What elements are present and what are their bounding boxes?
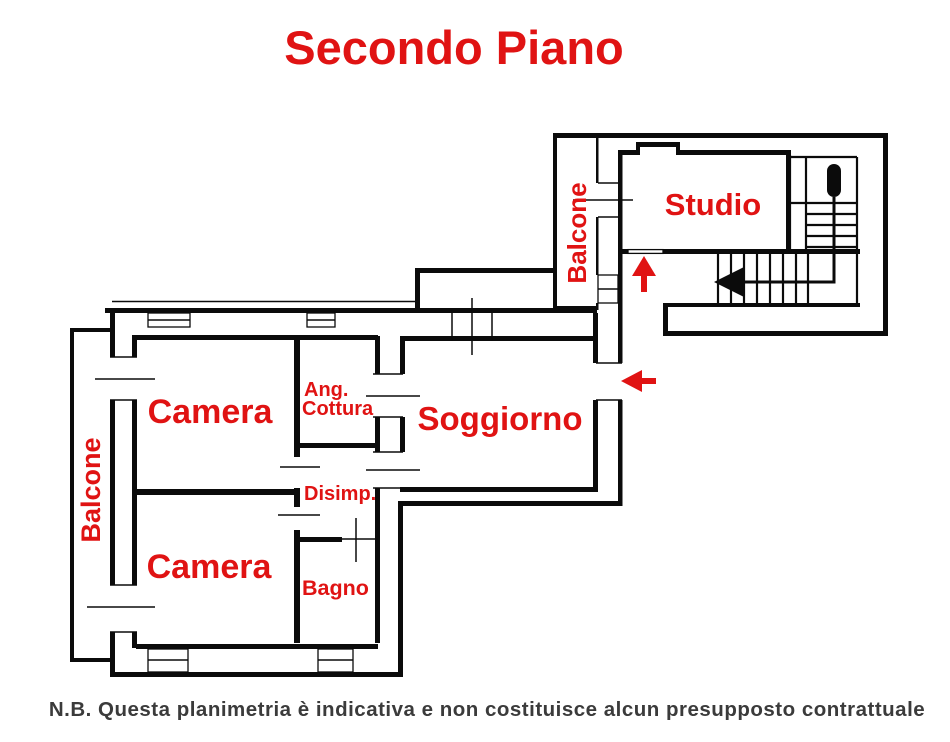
stairs: [714, 155, 859, 303]
room-label-ang-cottura-line1: Ang.: [304, 379, 348, 401]
walls: [70, 133, 888, 677]
stairs-direction-arrow-icon: [714, 267, 744, 297]
page-title: Secondo Piano: [284, 21, 624, 74]
room-label-camera-1: Camera: [148, 393, 274, 431]
room-label-studio: Studio: [665, 187, 761, 222]
stairs-handrail-line: [744, 197, 836, 284]
stairs-start-post-icon: [827, 164, 841, 197]
room-label-bagno: Bagno: [302, 576, 369, 600]
room-label-disimpegno: Disimp.: [304, 483, 376, 505]
room-label-soggiorno: Soggiorno: [418, 400, 583, 437]
balcony-label-top: Balcone: [562, 182, 592, 283]
room-label-ang-cottura-line2: Cottura: [302, 398, 374, 420]
window-and-door-marks: [87, 182, 664, 673]
balcony-label-left: Balcone: [76, 437, 106, 542]
entrance-arrow-up-icon: [632, 256, 656, 292]
entrance-arrow-left-icon: [621, 370, 656, 392]
disclaimer-note: N.B. Questa planimetria è indicativa e n…: [49, 698, 925, 721]
room-label-camera-2: Camera: [147, 548, 273, 586]
